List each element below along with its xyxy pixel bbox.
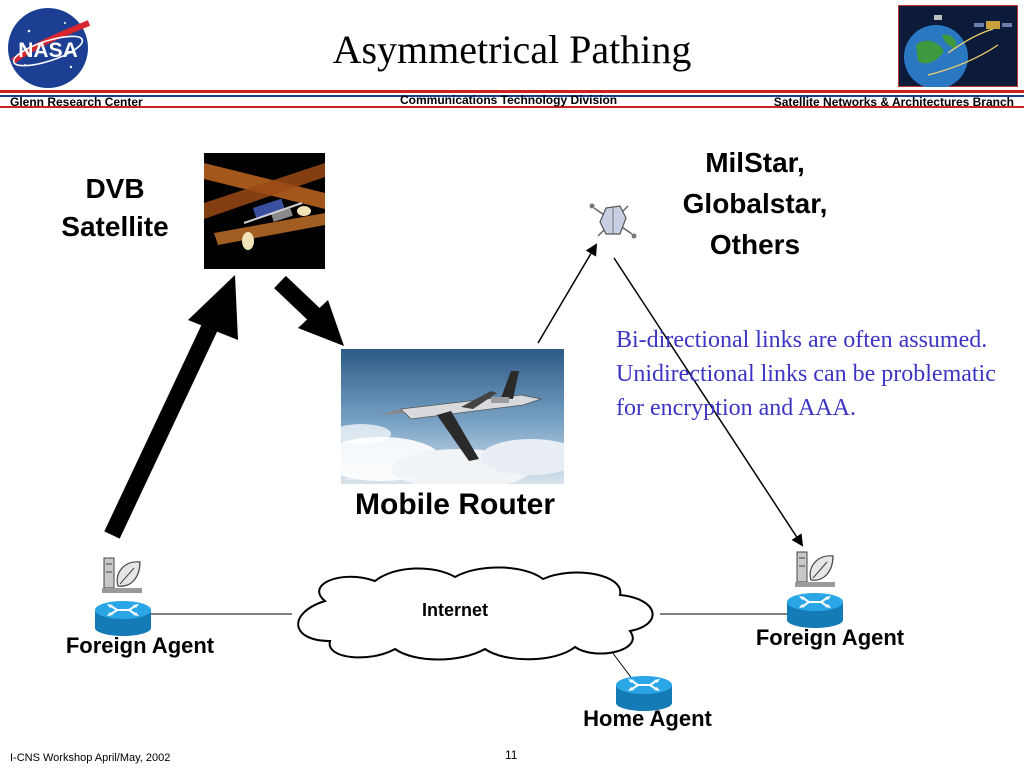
foreign-agent-left-label: Foreign Agent: [65, 633, 215, 658]
header-left-text: Glenn Research Center: [10, 95, 143, 109]
page-number: 11: [505, 748, 518, 762]
header-rule: [0, 90, 1024, 108]
milstar-to-agent-link: [613, 257, 804, 547]
nasa-logo: NASA: [8, 8, 91, 88]
header-center-text: Communications Technology Division: [400, 93, 618, 107]
nasa-logo-text: NASA: [18, 39, 78, 62]
header-right-text: Satellite Networks & Architectures Branc…: [773, 95, 1014, 109]
mobile-router-image: 20080 Dassault Falcon Jet Corp: [341, 349, 564, 484]
home-agent-label: Home Agent: [583, 706, 712, 731]
footer-left-text: I-CNS Workshop April/May, 2002: [10, 752, 171, 764]
dvb-satellite-image: [204, 153, 325, 269]
photo-caption: 20080 Dassault Falcon Jet Corp: [345, 476, 417, 482]
left-dish-icon: [102, 557, 142, 593]
downlink-arrow: [274, 275, 344, 346]
internet-cloud: [297, 566, 654, 661]
milstar-label: MilStar, Globalstar, Others: [682, 147, 828, 260]
dvb-satellite-label: DVB Satellite: [61, 173, 169, 242]
note-text: Bi-directional links are often assumed. …: [616, 327, 996, 421]
corner-satellite-image: [898, 5, 1018, 87]
left-router-icon: [95, 601, 151, 636]
uplink-arrow: [104, 275, 238, 539]
home-router-icon: [616, 676, 672, 711]
right-dish-icon: [795, 551, 835, 587]
internet-label: Internet: [421, 600, 488, 620]
mobile-router-label: Mobile Router: [355, 488, 555, 521]
plane-to-milstar-link: [537, 243, 598, 344]
foreign-agent-right-label: Foreign Agent: [755, 625, 905, 650]
right-router-icon: [787, 593, 843, 628]
milstar-satellite-icon: [589, 203, 637, 239]
slide-title: Asymmetrical Pathing: [332, 27, 692, 72]
